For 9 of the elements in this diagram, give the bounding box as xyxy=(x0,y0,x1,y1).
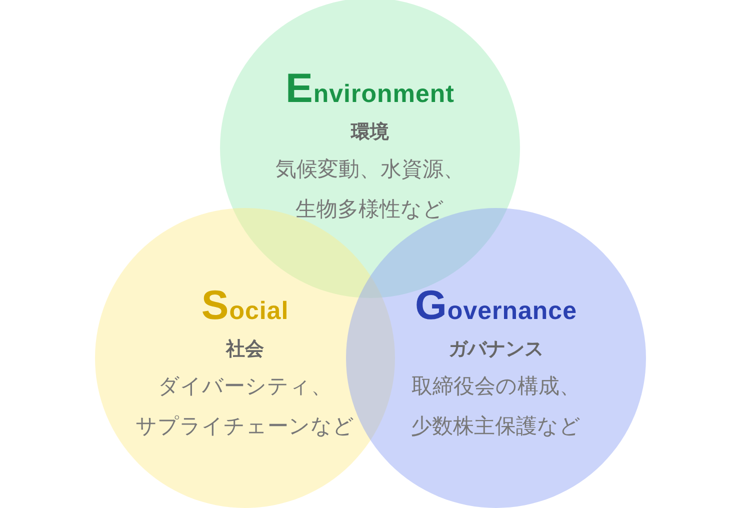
category-description: ダイバーシティ、サプライチェーンなど xyxy=(134,374,356,440)
category-subheading: 社会 xyxy=(226,338,264,362)
category-description: 取締役会の構成、少数株主保護など xyxy=(410,374,582,440)
category-heading: Environment xyxy=(286,66,454,113)
category-subheading: 環境 xyxy=(351,120,389,145)
category-heading: Governance xyxy=(415,283,577,330)
category-description: 気候変動、水資源、生物多様性など xyxy=(274,157,466,223)
category-subheading: ガバナンス xyxy=(448,338,544,362)
category-heading: Social xyxy=(201,283,289,330)
